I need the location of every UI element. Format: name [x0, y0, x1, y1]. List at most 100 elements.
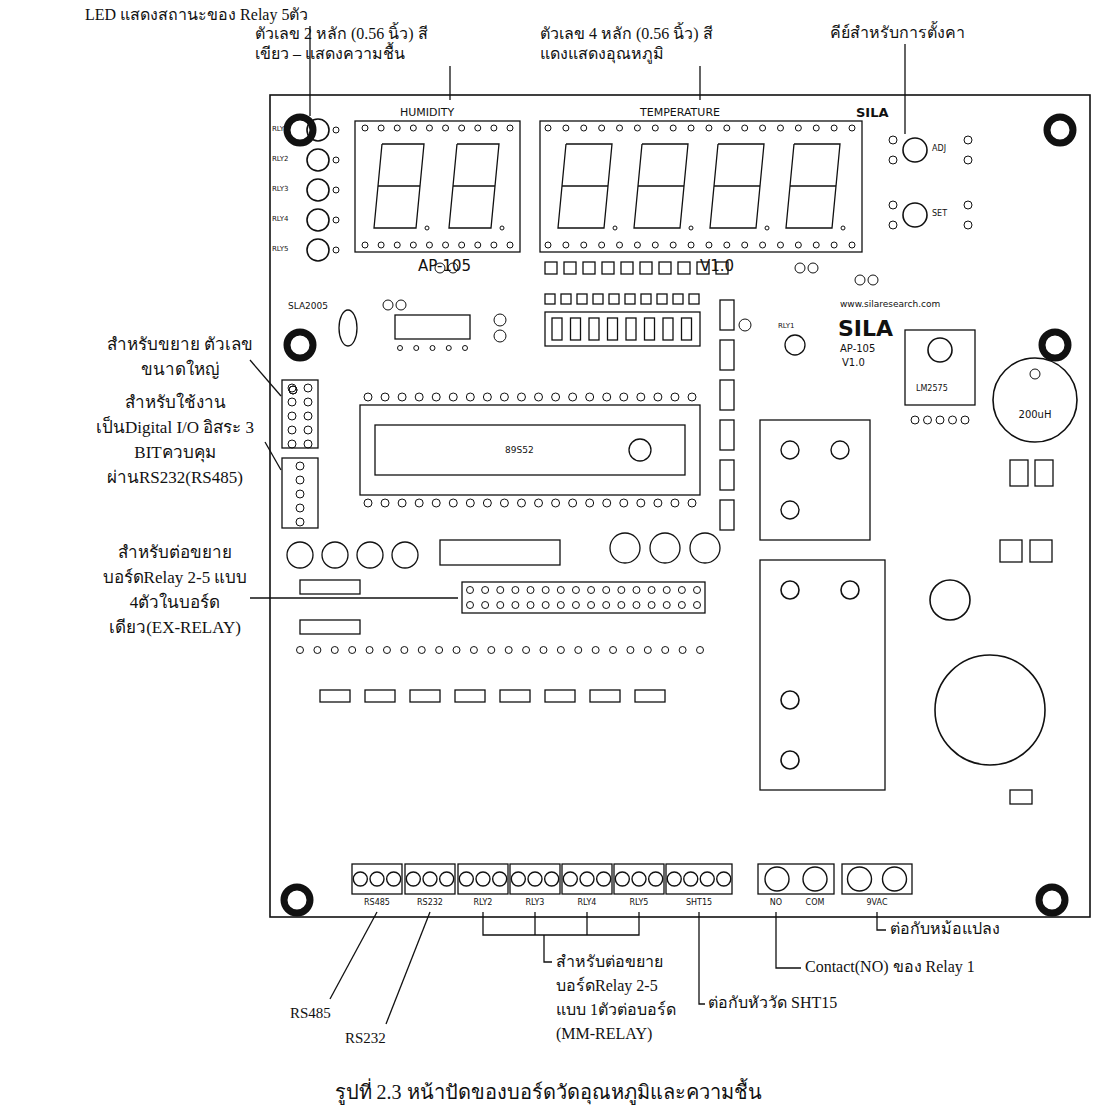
- pin-pad: [333, 157, 339, 163]
- capacitor: [629, 439, 651, 461]
- silkscreen-label: RLY4: [562, 898, 612, 908]
- pin-pad: [453, 647, 460, 654]
- status-led: [307, 179, 329, 201]
- resistor: [720, 420, 734, 450]
- pin-pad: [586, 393, 594, 401]
- header-pin: [609, 294, 619, 304]
- pcb-board: [270, 95, 1090, 917]
- header-pin: [545, 262, 557, 274]
- silkscreen-label: V1.0: [842, 356, 865, 369]
- pin-pad: [644, 647, 651, 654]
- status-led: [307, 149, 329, 171]
- pin-pad: [545, 125, 551, 131]
- pin-pad: [618, 602, 625, 609]
- seven-segment-digit: [786, 144, 845, 230]
- pin-pad: [889, 201, 897, 209]
- capacitor: [322, 542, 348, 568]
- pin-pad: [362, 125, 368, 131]
- decimal-point: [500, 226, 504, 230]
- resistor: [500, 690, 530, 702]
- pin-pad: [296, 504, 304, 512]
- pin-pad: [545, 242, 551, 248]
- pin-pad: [449, 393, 457, 401]
- terminal-screw: [649, 872, 663, 886]
- pin-pad: [470, 647, 477, 654]
- pin-pad: [670, 242, 676, 248]
- silkscreen-label: 89S52: [505, 444, 534, 456]
- terminal-screw: [597, 872, 611, 886]
- callout-text: SILA: [856, 104, 889, 121]
- seven-segment-digit: [710, 144, 769, 230]
- silkscreen-label: ADJ: [932, 144, 946, 154]
- pin-pad: [603, 393, 611, 401]
- leader-line: [904, 44, 905, 134]
- pin-pad: [831, 242, 837, 248]
- pin-pad: [296, 518, 304, 526]
- diode: [1010, 460, 1028, 486]
- pin-pad: [482, 587, 489, 594]
- pin-pad: [889, 156, 897, 164]
- terminal-block: [666, 864, 732, 894]
- pin-pad: [426, 125, 432, 131]
- pin-pad: [652, 125, 658, 131]
- pin-pad: [527, 602, 534, 609]
- pin-pad: [488, 647, 495, 654]
- pin-pad: [430, 346, 435, 351]
- callout-text: SILA: [838, 314, 893, 343]
- voltage-regulator: [905, 330, 975, 405]
- pin-pad: [483, 499, 491, 507]
- pin-pad: [760, 242, 766, 248]
- leader-line: [534, 912, 535, 935]
- switch-lever: [589, 318, 599, 340]
- header-pin: [593, 294, 603, 304]
- pin-pad: [304, 384, 312, 392]
- pin-pad: [781, 441, 799, 459]
- pin-pad: [535, 393, 543, 401]
- pin-pad: [507, 125, 513, 131]
- pin-pad: [557, 602, 564, 609]
- pin-pad: [401, 647, 408, 654]
- terminal-screw: [370, 872, 384, 886]
- callout-text: Contact(NO) ของ Relay 1: [805, 956, 975, 977]
- capacitor: [935, 655, 1045, 765]
- decimal-point: [765, 226, 769, 230]
- resistor: [320, 690, 350, 702]
- pin-pad: [588, 602, 595, 609]
- status-led: [307, 239, 329, 261]
- pin-pad: [634, 125, 640, 131]
- pin-pad: [364, 499, 372, 507]
- pin-pad: [378, 242, 384, 248]
- segment-outline: [790, 185, 836, 186]
- transistor: [785, 335, 805, 355]
- leader-line: [330, 912, 377, 999]
- terminal-screw: [406, 872, 420, 886]
- component-outline: [760, 420, 870, 540]
- pin-pad: [517, 393, 525, 401]
- pin-pad: [581, 242, 587, 248]
- decimal-point: [689, 226, 693, 230]
- pin-pad: [688, 125, 694, 131]
- pin-pad: [569, 499, 577, 507]
- capacitor: [650, 533, 680, 563]
- resistor: [1010, 790, 1032, 804]
- pin-pad: [781, 581, 799, 599]
- pin-pad: [813, 242, 819, 248]
- pin-pad: [304, 398, 312, 406]
- mounting-hole: [1039, 887, 1065, 913]
- terminal-screw: [545, 872, 559, 886]
- leader-lines: [250, 26, 905, 1024]
- terminal-screw: [717, 872, 731, 886]
- diode: [1030, 540, 1052, 562]
- leader-line: [449, 66, 450, 100]
- callout-text: สำหรับต่อขยาย บอร์ดRelay 2-5 แบบ 1ตัวต่อ…: [556, 950, 691, 1046]
- leader-line: [699, 912, 705, 1004]
- silkscreen-label: COM: [796, 898, 834, 908]
- pin-pad: [855, 275, 865, 285]
- resistor: [720, 500, 734, 530]
- pin-pad: [542, 587, 549, 594]
- header-pin: [621, 262, 633, 274]
- pin-pad: [398, 393, 406, 401]
- silkscreen-label: SLA2005: [288, 300, 328, 312]
- silkscreen-label: RLY1: [778, 322, 795, 331]
- pin-pad: [652, 242, 658, 248]
